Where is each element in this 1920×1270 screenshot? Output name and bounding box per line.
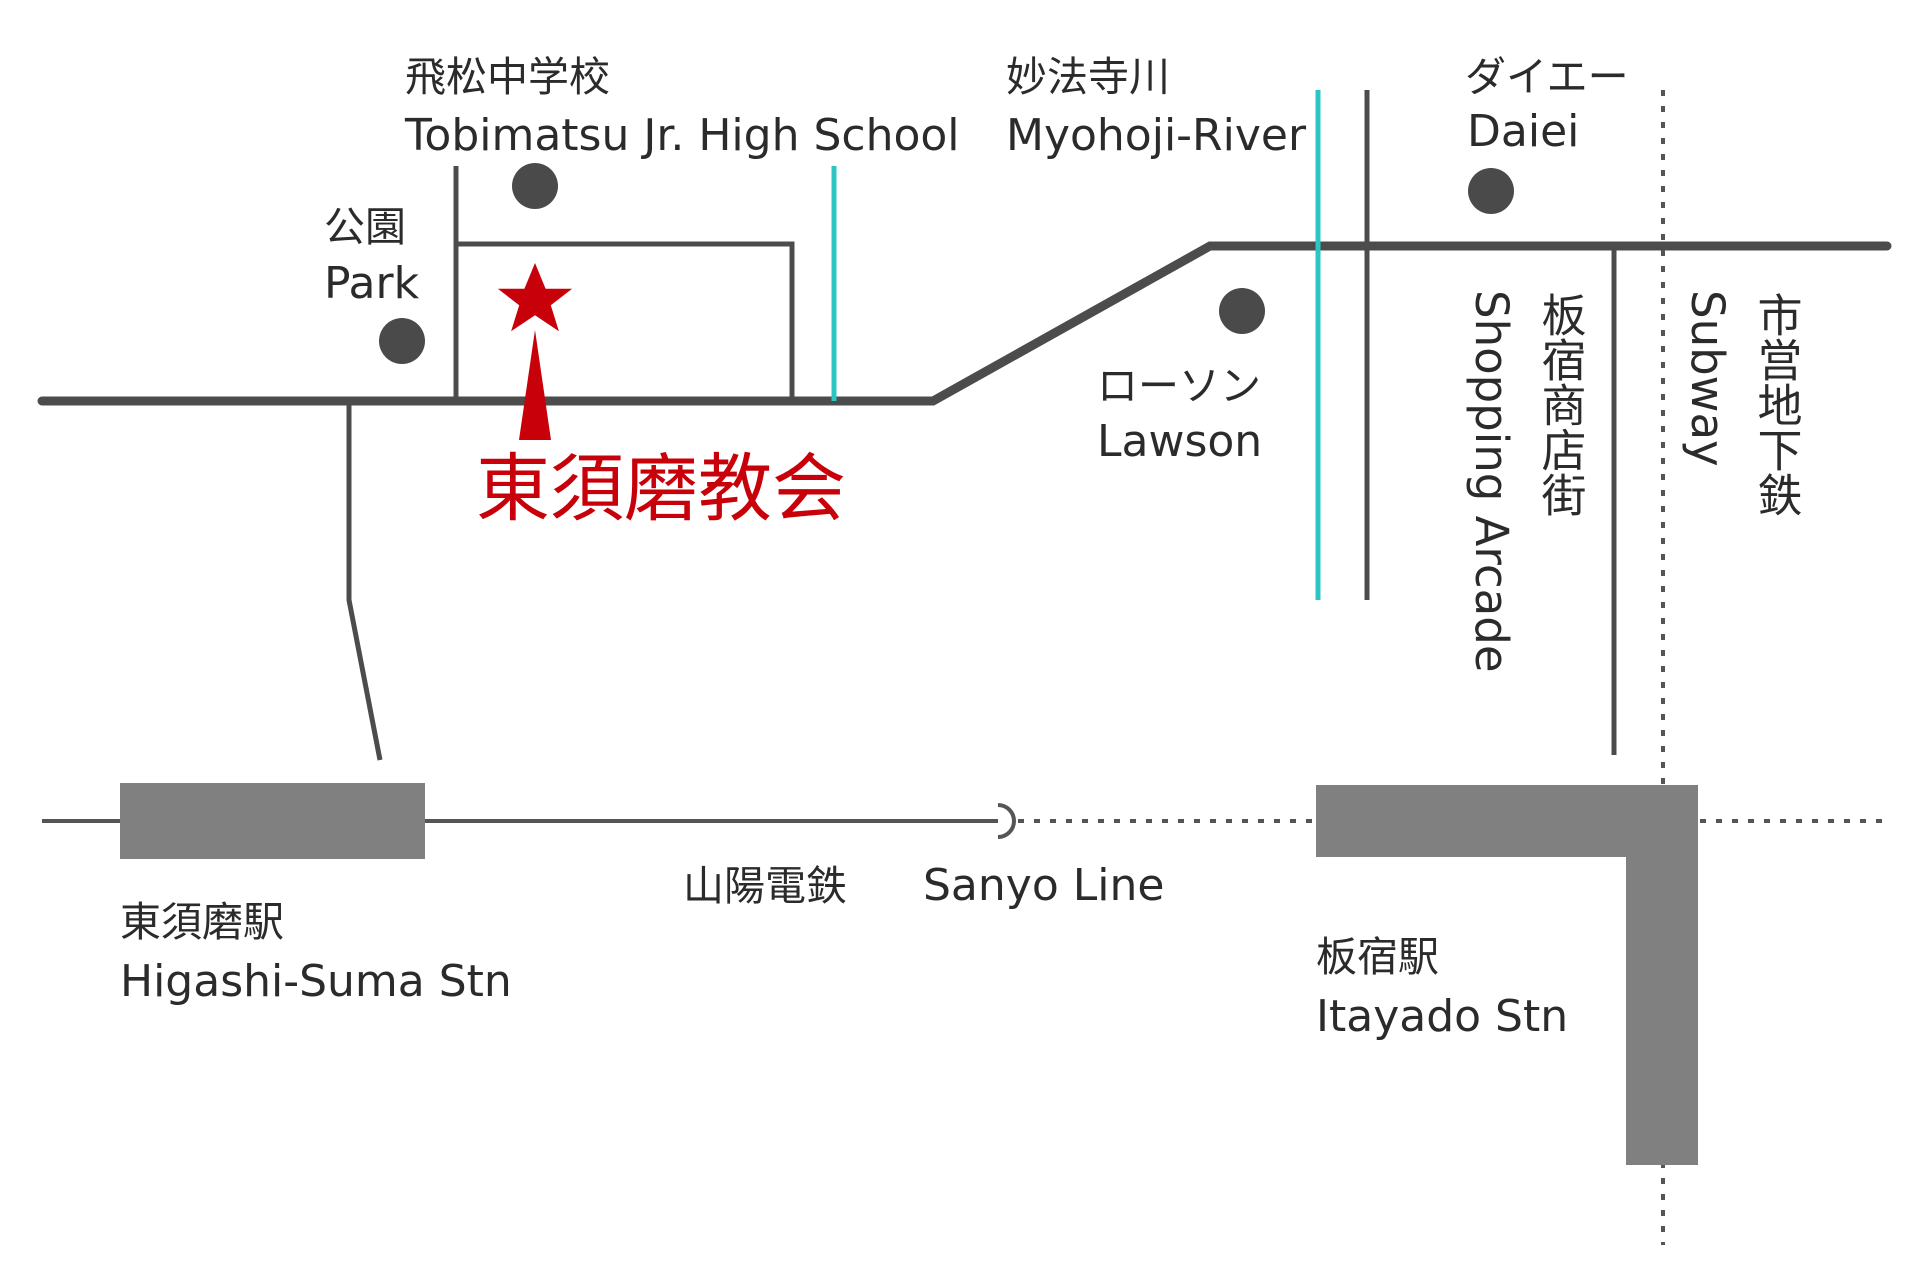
lawson-dot-marker xyxy=(1219,288,1265,334)
lawson-label-en: Lawson xyxy=(1097,416,1262,467)
subway-label-ja: 市営地下鉄 xyxy=(1750,292,1803,517)
church-name: 東須磨教会 xyxy=(476,446,846,532)
school-label-ja: 飛松中学校 xyxy=(405,53,610,101)
star-icon xyxy=(497,263,573,332)
higashi-suma-station xyxy=(120,783,425,859)
arcade-label-ja: 板宿商店街 xyxy=(1534,292,1587,517)
park-label-en: Park xyxy=(324,258,420,309)
sanyo-railway xyxy=(42,803,1887,839)
roads xyxy=(37,90,1892,761)
main-road xyxy=(37,241,1892,406)
itayado-label-ja: 板宿駅 xyxy=(1316,933,1439,981)
rivers xyxy=(831,90,1321,600)
arcade-label-en: Shopping Arcade xyxy=(1465,290,1518,673)
itayado-station xyxy=(1316,785,1698,1165)
park-dot-marker xyxy=(379,318,425,364)
daiei-label-ja: ダイエー xyxy=(1465,53,1629,101)
itayado-label-en: Itayado Stn xyxy=(1316,991,1568,1042)
railway-label-ja: 山陽電鉄 xyxy=(683,862,847,910)
rail-tunnel-marker xyxy=(997,803,1016,839)
school-block-road xyxy=(453,166,795,401)
church-marker xyxy=(497,263,573,440)
higashi-suma-label-ja: 東須磨駅 xyxy=(120,898,284,946)
river-label-en: Myohoji-River xyxy=(1006,110,1307,161)
daiei-dot-marker xyxy=(1468,168,1514,214)
subway-label-en: Subway xyxy=(1681,290,1734,467)
higashi-suma-label-en: Higashi-Suma Stn xyxy=(120,956,512,1007)
railway-label-en: Sanyo Line xyxy=(923,860,1164,911)
river-label-ja: 妙法寺川 xyxy=(1006,53,1170,101)
daiei-label-en: Daiei xyxy=(1467,106,1579,157)
park-label-ja: 公園 xyxy=(324,203,406,251)
lawson-label-ja: ローソン xyxy=(1097,362,1261,410)
station-access-road xyxy=(346,401,383,761)
school-dot-marker xyxy=(512,163,558,209)
school-label-en: Tobimatsu Jr. High School xyxy=(404,110,960,161)
pointer-arrow xyxy=(519,330,551,440)
